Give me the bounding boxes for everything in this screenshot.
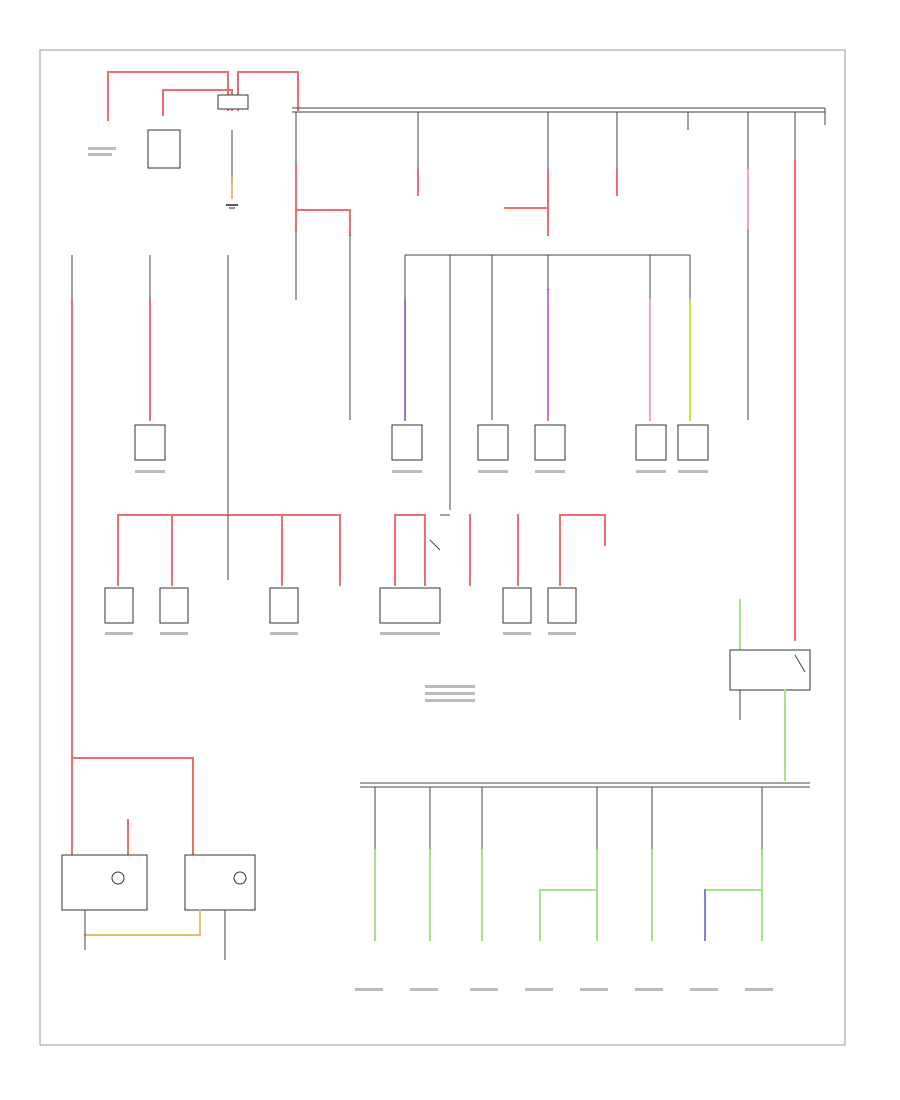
left-feeds (71, 255, 229, 861)
middle-bus (404, 254, 691, 510)
load-component-4 (534, 424, 566, 461)
load-component-6 (677, 424, 709, 461)
right-splice-bus (379, 514, 606, 624)
relay-right (729, 599, 811, 781)
relay-box-right (729, 649, 811, 691)
lower-load-1 (104, 587, 134, 624)
lower-right-bus (360, 782, 810, 941)
load-component-5 (635, 424, 667, 461)
lower-load-2 (159, 587, 189, 624)
fuse-row-top (295, 112, 796, 641)
battery-junction-box (147, 129, 181, 169)
lower-load-3 (269, 587, 299, 624)
left-splice-bus (104, 514, 341, 624)
load-component-3 (477, 424, 509, 461)
top-power-bus (107, 71, 826, 209)
ground-symbol (226, 204, 238, 209)
lower-load-5 (502, 587, 532, 624)
load-component-1 (134, 424, 166, 461)
load-component-2 (391, 424, 423, 461)
lower-left-relays (61, 757, 256, 960)
lower-load-6 (547, 587, 577, 624)
lower-load-4 (379, 587, 441, 624)
label-ticks (88, 147, 773, 991)
ignition-switch (217, 94, 249, 110)
relay-left-1 (61, 854, 148, 911)
diagram-frame (39, 49, 846, 1046)
middle-loads (134, 424, 709, 461)
